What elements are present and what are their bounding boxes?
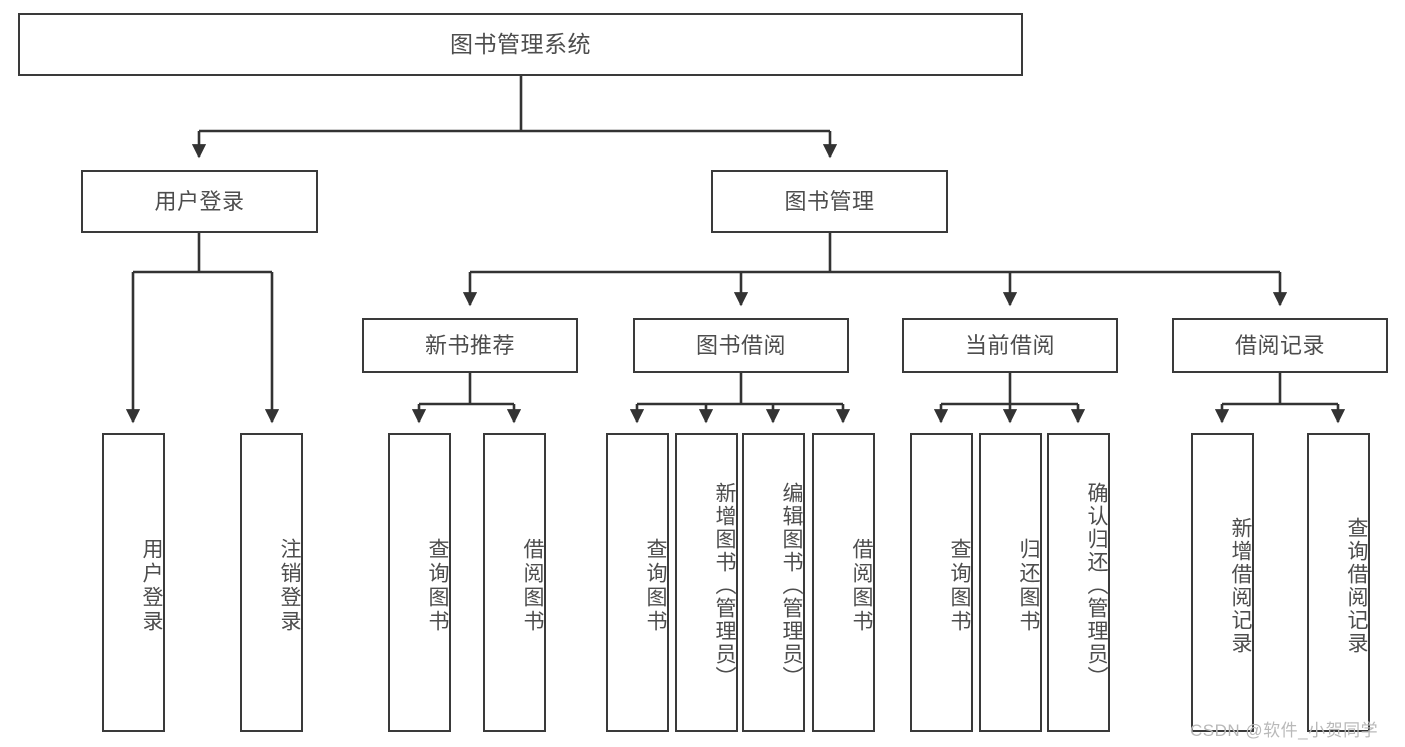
node-borrow-record[interactable]: 借阅记录: [1172, 318, 1388, 373]
leaf-current-borrow-confirm[interactable]: 确认归还（管理员）: [1047, 433, 1110, 732]
leaf-label: 注销登录: [278, 537, 301, 634]
leaf-label: 新增图书（管理员）: [713, 482, 736, 689]
leaf-label: 归还图书: [1017, 537, 1040, 634]
node-book-management[interactable]: 图书管理: [711, 170, 948, 233]
leaf-current-borrow-return[interactable]: 归还图书: [979, 433, 1042, 732]
leaf-label: 借阅图书: [850, 537, 873, 634]
leaf-label: 借阅图书: [521, 537, 544, 634]
leaf-label: 用户登录: [140, 537, 163, 634]
leaf-borrow-record-query[interactable]: 查询借阅记录: [1307, 433, 1370, 732]
leaf-new-book-query[interactable]: 查询图书: [388, 433, 451, 732]
node-new-book-recommend[interactable]: 新书推荐: [362, 318, 578, 373]
csdn-watermark: CSDN @软件_小贺同学: [1190, 721, 1379, 740]
leaf-book-borrow-edit[interactable]: 编辑图书（管理员）: [742, 433, 805, 732]
leaf-label: 查询图书: [644, 537, 667, 634]
leaf-label: 查询图书: [426, 537, 449, 634]
leaf-label: 编辑图书（管理员）: [780, 482, 803, 689]
leaf-user-login-login[interactable]: 用户登录: [102, 433, 165, 732]
leaf-label: 查询借阅记录: [1345, 516, 1368, 655]
node-root-system[interactable]: 图书管理系统: [18, 13, 1023, 76]
node-current-borrow[interactable]: 当前借阅: [902, 318, 1118, 373]
node-user-login[interactable]: 用户登录: [81, 170, 318, 233]
node-book-borrow[interactable]: 图书借阅: [633, 318, 849, 373]
leaf-label: 确认归还（管理员）: [1085, 482, 1108, 689]
leaf-book-borrow-borrow[interactable]: 借阅图书: [812, 433, 875, 732]
leaf-label: 查询图书: [948, 537, 971, 634]
leaf-current-borrow-query[interactable]: 查询图书: [910, 433, 973, 732]
leaf-new-book-borrow[interactable]: 借阅图书: [483, 433, 546, 732]
leaf-label: 新增借阅记录: [1229, 516, 1252, 655]
leaf-book-borrow-add[interactable]: 新增图书（管理员）: [675, 433, 738, 732]
leaf-borrow-record-add[interactable]: 新增借阅记录: [1191, 433, 1254, 732]
leaf-user-login-logout[interactable]: 注销登录: [240, 433, 303, 732]
leaf-book-borrow-query[interactable]: 查询图书: [606, 433, 669, 732]
